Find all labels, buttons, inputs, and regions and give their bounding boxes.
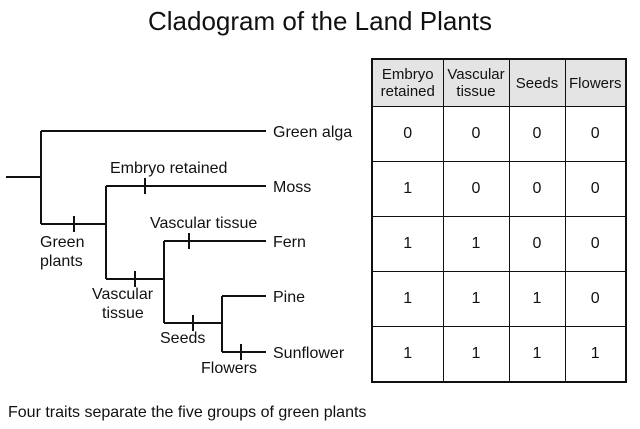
table-row: 1 1 0 0 (371, 216, 627, 272)
header-seeds-label: Seeds (515, 74, 559, 92)
header-vascular-line1: Vascular (447, 66, 505, 83)
table-row: 1 1 1 0 (371, 271, 627, 327)
table-cell: 1 (442, 216, 510, 272)
table-cell: 0 (564, 106, 627, 162)
header-vascular-line2: tissue (456, 83, 496, 100)
trait-flowers: Flowers (201, 360, 257, 377)
table-cell: 0 (564, 216, 627, 272)
trait-vascular-tissue-upper: Vascular tissue (150, 215, 257, 232)
header-embryo-retained: Embryo retained (371, 58, 444, 107)
table-header-row: Embryo retained Vascular tissue Seeds Fl… (371, 58, 627, 107)
trait-embryo-retained: Embryo retained (110, 160, 227, 177)
taxon-pine: Pine (273, 289, 305, 306)
trait-seeds: Seeds (160, 330, 205, 347)
header-flowers-label: Flowers (568, 74, 622, 92)
table-cell: 1 (564, 326, 627, 383)
table-cell: 1 (508, 326, 566, 383)
trait-table: Embryo retained Vascular tissue Seeds Fl… (371, 58, 627, 383)
table-cell: 0 (564, 271, 627, 327)
trait-vascular-tissue-lower-line1: Vascular (92, 286, 154, 303)
table-cell: 0 (508, 216, 566, 272)
table-cell: 1 (442, 326, 510, 383)
header-vascular-tissue: Vascular tissue (442, 58, 510, 107)
table-cell: 1 (442, 271, 510, 327)
header-embryo-line1: Embryo (381, 66, 434, 83)
table-cell: 1 (371, 326, 444, 383)
table-cell: 1 (371, 161, 444, 217)
table-cell: 0 (564, 161, 627, 217)
table-cell: 1 (508, 271, 566, 327)
table-cell: 0 (508, 161, 566, 217)
page-title: Cladogram of the Land Plants (148, 6, 492, 36)
taxon-moss: Moss (273, 179, 311, 196)
table-cell: 0 (371, 106, 444, 162)
table-row: 1 1 1 1 (371, 326, 627, 383)
table-row: 0 0 0 0 (371, 106, 627, 162)
trait-vascular-tissue-lower-line2: tissue (102, 305, 144, 322)
table-row: 1 0 0 0 (371, 161, 627, 217)
trait-green-plants-line2: plants (40, 253, 83, 270)
header-seeds: Seeds (508, 58, 566, 107)
table-cell: 0 (508, 106, 566, 162)
table-cell: 1 (371, 216, 444, 272)
table-cell: 0 (442, 161, 510, 217)
table-cell: 1 (371, 271, 444, 327)
taxon-green-alga: Green alga (273, 124, 352, 141)
trait-green-plants-line1: Green (40, 234, 84, 251)
table-cell: 0 (442, 106, 510, 162)
header-embryo-line2: retained (380, 83, 435, 100)
figure-caption: Four traits separate the five groups of … (8, 404, 367, 421)
taxon-sunflower: Sunflower (273, 345, 345, 362)
taxon-fern: Fern (273, 234, 306, 251)
header-flowers: Flowers (564, 58, 627, 107)
